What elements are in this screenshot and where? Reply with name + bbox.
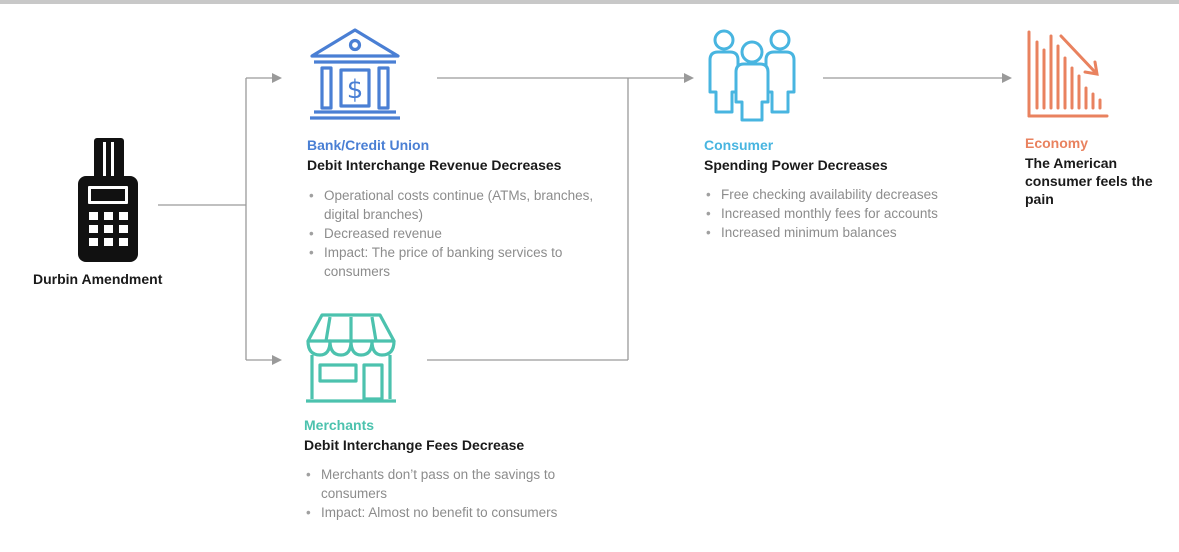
consumer-bullet: Increased monthly fees for accounts — [704, 204, 1004, 223]
bank-bullet: Decreased revenue — [307, 224, 607, 243]
consumer-bullet: Free checking availability decreases — [704, 185, 1004, 204]
consumer-bullet: Increased minimum balances — [704, 223, 1004, 242]
svg-text:$: $ — [347, 75, 364, 105]
bank-subtitle: Debit Interchange Revenue Decreases — [307, 157, 562, 173]
merchants-bullet: Impact: Almost no benefit to consumers — [304, 503, 614, 522]
bank-title: Bank/Credit Union — [307, 137, 430, 153]
declining-chart-icon — [1027, 30, 1109, 118]
merchants-bullets: Merchants don’t pass on the savings to c… — [304, 465, 614, 522]
top-border — [0, 0, 1179, 4]
payment-terminal-icon — [78, 138, 138, 262]
bank-icon: $ — [310, 28, 400, 120]
consumer-subtitle: Spending Power Decreases — [704, 157, 888, 173]
economy-subtitle: The American consumer feels the pain — [1025, 155, 1153, 207]
merchants-title: Merchants — [304, 417, 375, 433]
people-group-icon — [708, 29, 796, 122]
merchants-bullet: Merchants don’t pass on the savings to c… — [304, 465, 614, 503]
consumer-bullets: Free checking availability decreases Inc… — [704, 185, 1004, 242]
merchants-subtitle: Debit Interchange Fees Decrease — [304, 437, 525, 453]
bank-bullet: Operational costs continue (ATMs, branch… — [307, 186, 607, 224]
storefront-icon — [306, 313, 396, 403]
bank-bullets: Operational costs continue (ATMs, branch… — [307, 186, 607, 281]
economy-title: Economy — [1025, 135, 1089, 151]
bank-bullet: Impact: The price of banking services to… — [307, 243, 607, 281]
durbin-amendment-label: Durbin Amendment — [33, 271, 163, 287]
consumer-title: Consumer — [704, 137, 774, 153]
